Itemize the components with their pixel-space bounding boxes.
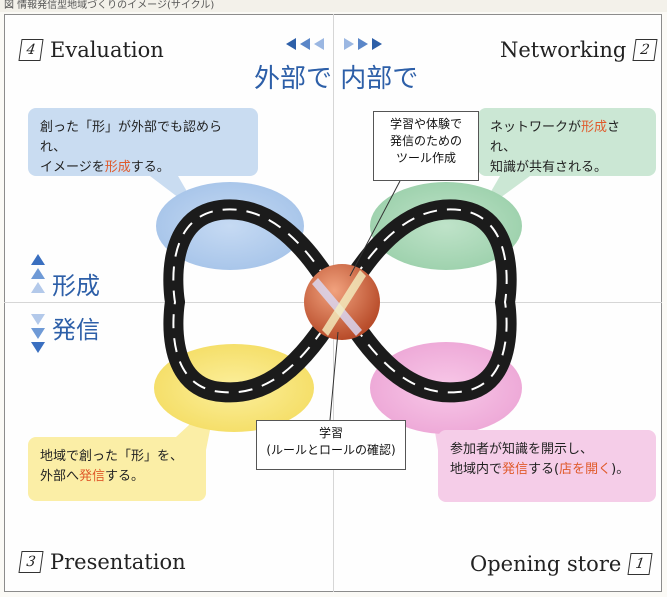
label-opening-store: Opening store xyxy=(470,552,622,576)
bubble-networking: ネットワークが形成され、 知識が共有される。 xyxy=(478,108,656,176)
top-caption: 図 情報発信型地域づくりのイメージ(サイクル) xyxy=(0,0,667,12)
bubble-opening-store: 参加者が知識を開示し、 地域内で発信する(店を開く)。 xyxy=(438,430,656,502)
up-arrow-icon xyxy=(31,268,45,279)
bubble-text: 参加者が知識を開示し、 xyxy=(450,442,594,457)
step-number-1: 1 xyxy=(627,553,653,575)
bubble-text: 地域で創った「形」を、 xyxy=(40,449,184,464)
corner-opening-store: Opening store 1 xyxy=(470,552,653,576)
bubble-text: イメージを形成する。 xyxy=(40,160,170,175)
direction-arrows xyxy=(286,38,382,50)
bubble-presentation: 地域で創った「形」を、 外部へ発信する。 xyxy=(28,437,206,501)
center-box-line: 学習 xyxy=(318,426,343,440)
down-arrow-icon xyxy=(31,314,45,325)
step-number-3: 3 xyxy=(18,551,44,573)
center-box-line: (ルールとロールの確認) xyxy=(266,443,396,457)
label-networking: Networking xyxy=(500,38,627,62)
center-box-line: 学習や体験で xyxy=(389,117,462,131)
pointer-top xyxy=(349,180,401,277)
corner-networking: Networking 2 xyxy=(500,38,658,62)
zone-green xyxy=(370,182,522,270)
bubble-text: 知識が共有される。 xyxy=(490,160,608,175)
label-evaluation: Evaluation xyxy=(50,38,164,62)
corner-presentation: 3 Presentation xyxy=(18,550,186,574)
step-number-4: 4 xyxy=(18,39,44,61)
bubble-text: 創った「形」が外部でも認められ、 xyxy=(40,120,223,155)
down-arrow-icon xyxy=(31,342,45,353)
center-ribbon-2 xyxy=(322,270,366,336)
bubble-evaluation: 創った「形」が外部でも認められ、 イメージを形成する。 xyxy=(28,108,258,176)
zone-blue xyxy=(156,182,304,270)
side-label-formation: 形成 xyxy=(52,272,100,300)
up-arrow-icon xyxy=(31,254,45,265)
heading-outside-inside: 外部で 内部で xyxy=(254,64,419,94)
step-number-2: 2 xyxy=(632,39,658,61)
corner-evaluation: 4 Evaluation xyxy=(18,38,164,62)
pointer-bottom xyxy=(329,331,339,421)
bubble-text: 地域内で発信する(店を開く)。 xyxy=(450,462,630,477)
center-box-learning: 学習 (ルールとロールの確認) xyxy=(256,420,406,470)
center-box-line: ツール作成 xyxy=(395,151,456,165)
center-box-line: 発信のための xyxy=(389,134,462,148)
bubble-text: ネットワークが形成され、 xyxy=(490,120,621,155)
up-arrow-icon xyxy=(31,282,45,293)
side-label-transmission: 発信 xyxy=(52,316,100,344)
center-box-tool-creation: 学習や体験で 発信のための ツール作成 xyxy=(373,111,479,181)
label-presentation: Presentation xyxy=(50,550,186,574)
bubble-text: 外部へ発信する。 xyxy=(40,469,145,484)
down-arrow-icon xyxy=(31,328,45,339)
